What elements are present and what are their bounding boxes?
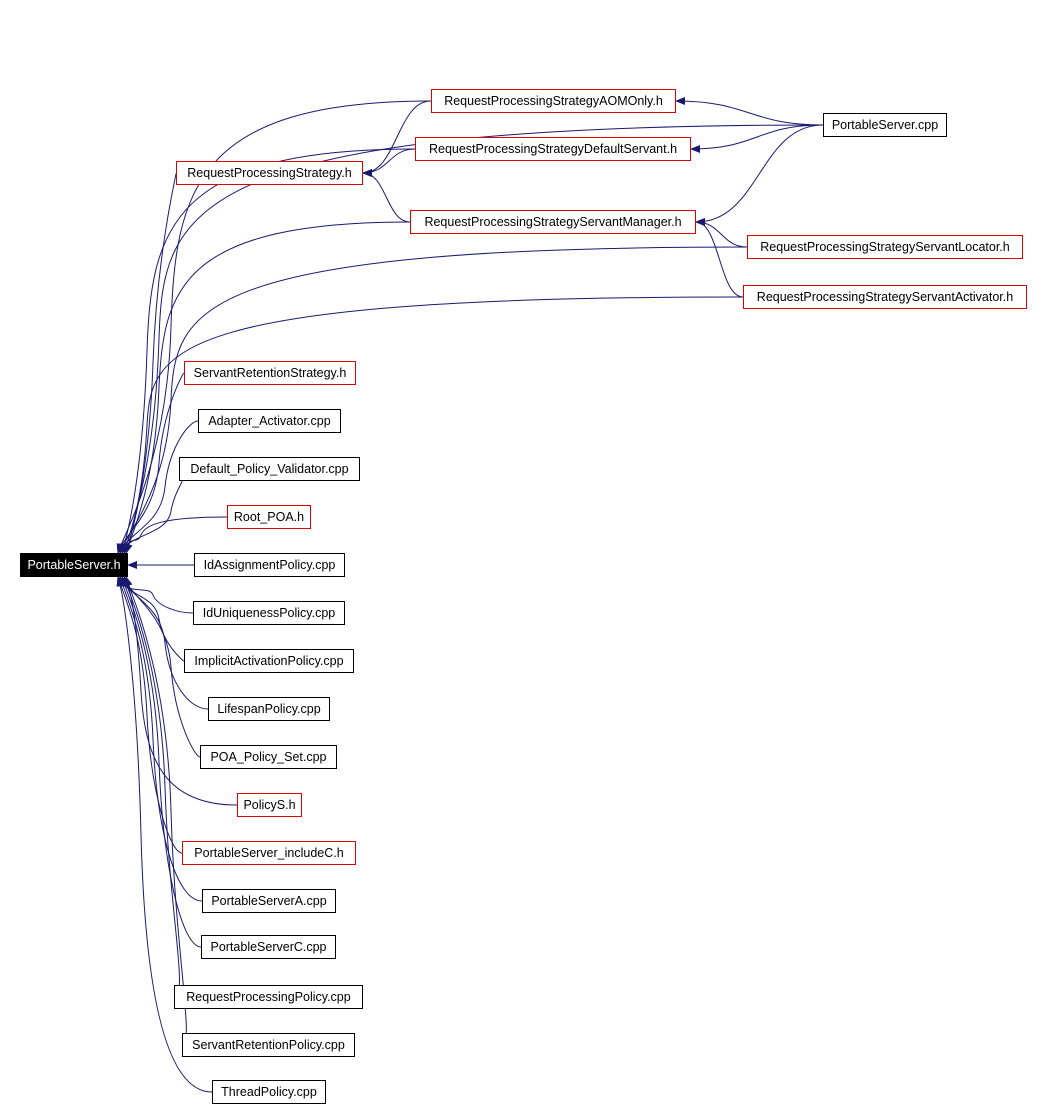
edge-retstrat-to-root xyxy=(116,372,185,554)
edge-ps_cpp-to-aomonly xyxy=(675,97,824,126)
edge-psa-to-root xyxy=(118,576,203,902)
edge-iduniq-to-root xyxy=(116,576,194,614)
node-portableservera-cpp[interactable]: PortableServerA.cpp xyxy=(202,889,336,913)
edge-servact-to-root xyxy=(122,296,744,554)
edge-thread-to-root xyxy=(116,576,213,1093)
edge-rootpoa-to-root xyxy=(122,516,228,554)
edge-servact-to-servmgr xyxy=(695,218,744,298)
node-request-processing-policy-cpp[interactable]: RequestProcessingPolicy.cpp xyxy=(174,985,363,1009)
node-lifespan-policy-cpp[interactable]: LifespanPolicy.cpp xyxy=(208,697,330,721)
node-policys-h[interactable]: PolicyS.h xyxy=(237,793,302,817)
edge-poaset-to-root xyxy=(122,576,201,758)
edge-servmgr-to-root xyxy=(124,221,411,554)
edge-adapter-to-root xyxy=(118,420,199,554)
node-thread-policy-cpp[interactable]: ThreadPolicy.cpp xyxy=(212,1080,326,1104)
edge-defservant-to-root xyxy=(120,148,416,554)
edge-ps_cpp-to-root xyxy=(122,124,824,554)
node-servant-locator-h[interactable]: RequestProcessingStrategyServantLocator.… xyxy=(747,235,1023,259)
node-id-assignment-policy-cpp[interactable]: IdAssignmentPolicy.cpp xyxy=(194,553,345,577)
edge-ps_cpp-to-defservant xyxy=(690,124,824,153)
edge-aomonly-to-rps xyxy=(362,100,432,177)
edge-policys-to-root xyxy=(124,576,238,806)
edge-srpol-to-root xyxy=(124,576,187,1046)
edge-servloc-to-root xyxy=(118,246,748,554)
node-poa-policy-set-cpp[interactable]: POA_Policy_Set.cpp xyxy=(200,745,337,769)
node-portableserver-cpp[interactable]: PortableServer.cpp xyxy=(823,113,947,137)
edge-psc-to-root xyxy=(120,576,202,948)
node-implicit-activation-policy-cpp[interactable]: ImplicitActivationPolicy.cpp xyxy=(184,649,354,673)
node-adapter-activator-cpp[interactable]: Adapter_Activator.cpp xyxy=(198,409,341,433)
node-servant-retention-policy-cpp[interactable]: ServantRetentionPolicy.cpp xyxy=(182,1033,355,1057)
node-default-policy-validator-cpp[interactable]: Default_Policy_Validator.cpp xyxy=(179,457,360,481)
node-portableserverc-cpp[interactable]: PortableServerC.cpp xyxy=(201,935,336,959)
node-servant-manager-h[interactable]: RequestProcessingStrategyServantManager.… xyxy=(410,210,696,234)
root-node-portableserver-h: PortableServer.h xyxy=(20,553,128,577)
edge-lifespan-to-root xyxy=(120,576,209,710)
node-default-servant-h[interactable]: RequestProcessingStrategyDefaultServant.… xyxy=(415,137,691,161)
node-portableserver-includec-h[interactable]: PortableServer_includeC.h xyxy=(182,841,356,865)
node-aomonly-h[interactable]: RequestProcessingStrategyAOMOnly.h xyxy=(431,89,676,113)
node-id-uniqueness-policy-cpp[interactable]: IdUniquenessPolicy.cpp xyxy=(193,601,345,625)
edge-rps-to-root xyxy=(124,172,177,554)
node-servant-activator-h[interactable]: RequestProcessingStrategyServantActivato… xyxy=(743,285,1027,309)
edge-rppol-to-root xyxy=(122,576,180,998)
edge-ps_cpp-to-servmgr xyxy=(695,124,824,226)
node-servant-retention-strategy-h[interactable]: ServantRetentionStrategy.h xyxy=(184,361,356,385)
edge-servmgr-to-rps xyxy=(362,169,411,223)
node-root-poa-h[interactable]: Root_POA.h xyxy=(227,505,311,529)
node-request-processing-strategy-h[interactable]: RequestProcessingStrategy.h xyxy=(176,161,363,185)
edge-incc-to-root xyxy=(116,576,183,854)
